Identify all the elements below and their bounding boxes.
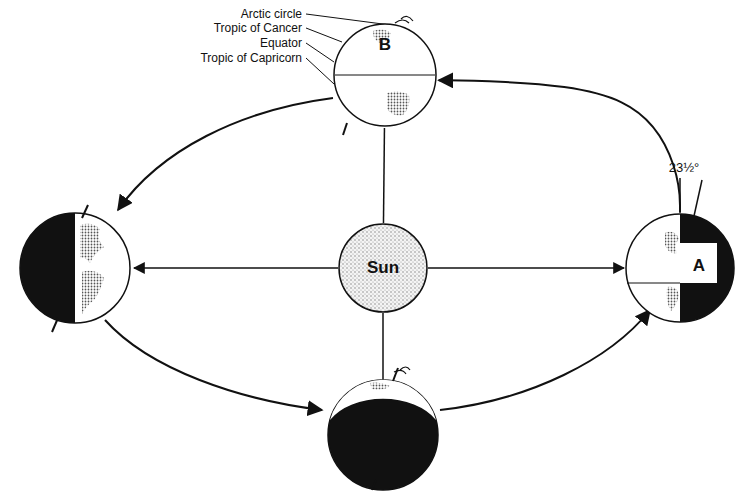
latitude-label: Tropic of Capricorn [200,51,302,65]
orbit-arrow [439,80,680,212]
sun-ray [428,267,624,269]
orbit-arrow [118,98,333,210]
node-label: A [693,256,705,276]
sun-ray [134,267,338,269]
latitude-label: Tropic of Cancer [214,21,302,35]
angle-mark [694,180,702,216]
earth-left [20,205,130,332]
earth-a: A [625,213,735,323]
sun: Sun [338,223,428,313]
latitude-label: Equator [260,36,302,50]
earth-b: B [333,23,437,127]
orbit-arrow [105,320,322,410]
angle-label: 23½° [669,161,700,175]
latitude-label: Arctic circle [241,7,302,21]
orbit-arrow [440,310,650,410]
leader-line [306,28,342,42]
leader-line [306,43,334,62]
sun-ray [382,313,384,380]
node-label: Sun [367,258,399,278]
node-label: B [379,35,391,55]
leader-line [306,58,334,84]
earth-bottom [328,367,438,490]
circle-outline [625,213,735,323]
sun-ray [383,128,385,223]
